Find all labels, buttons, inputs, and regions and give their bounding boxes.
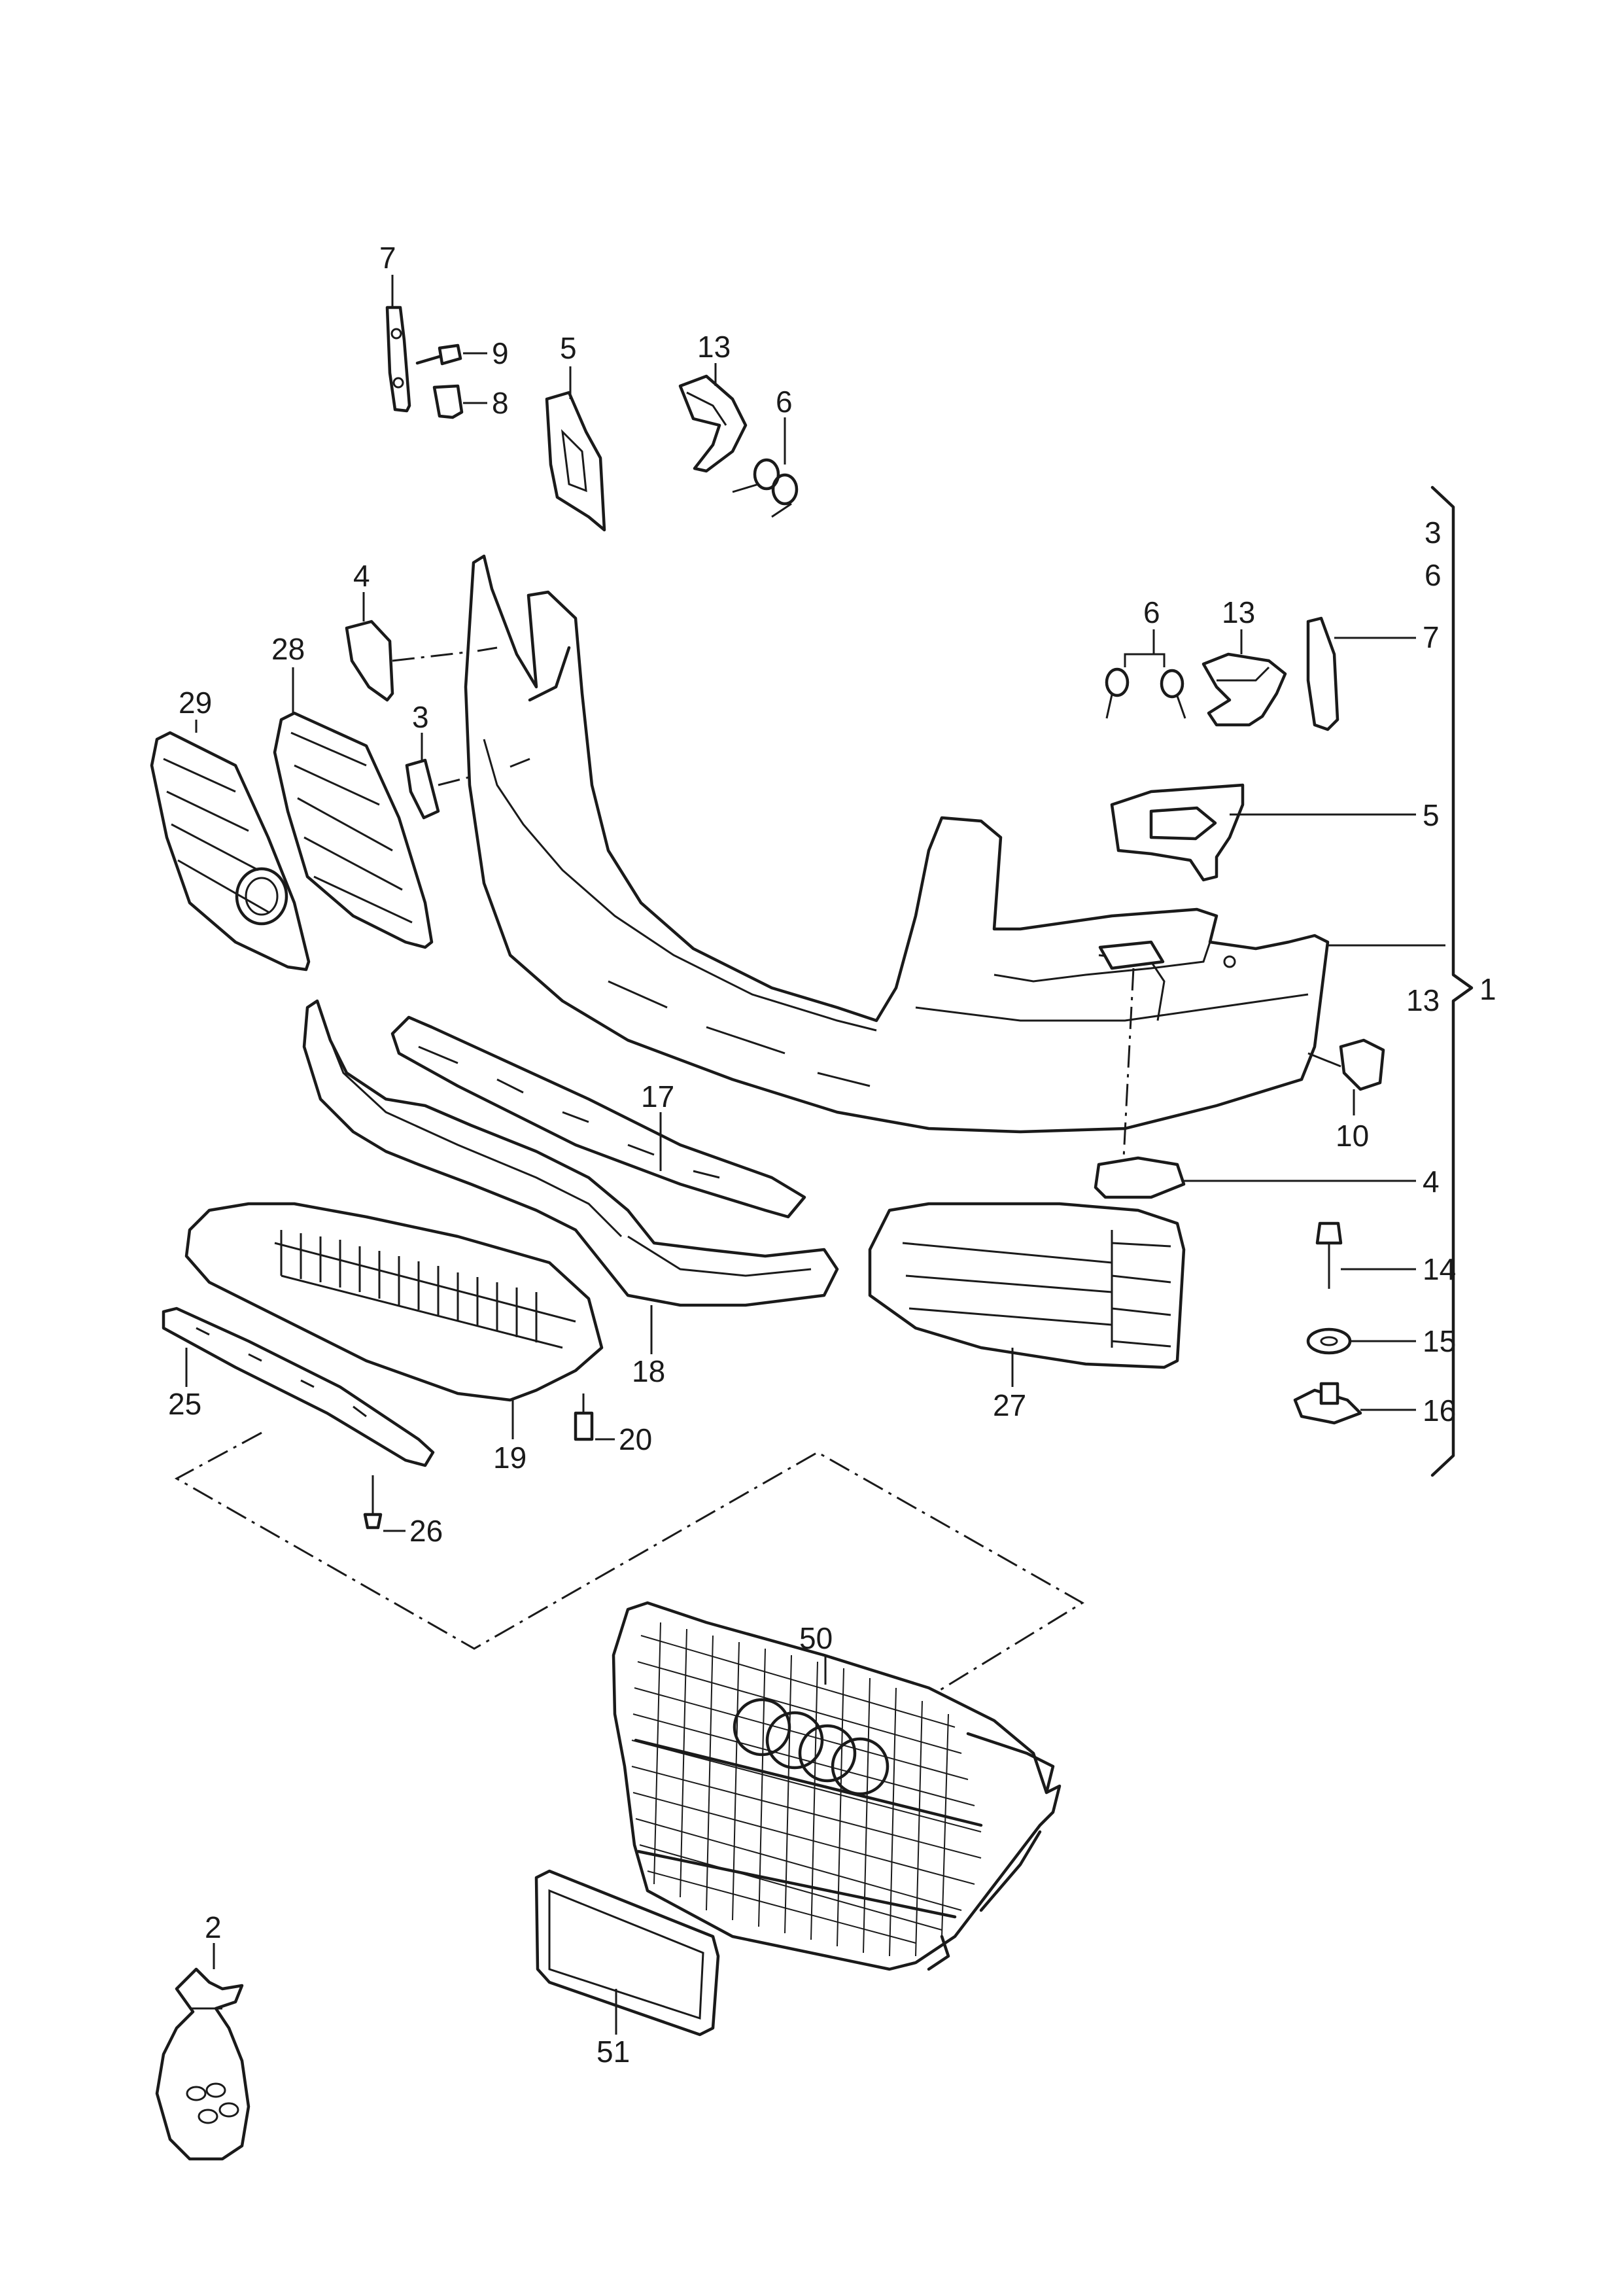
callout-19: 19	[493, 1441, 527, 1475]
bracket-label-3: 3	[1425, 516, 1442, 550]
bolt-20	[574, 1393, 615, 1441]
bracket-plate-5-right	[1110, 783, 1416, 882]
callout-14: 14	[1423, 1252, 1456, 1286]
cover-cap-3-mid	[405, 733, 511, 820]
callout-7: 7	[379, 241, 396, 275]
callout-20: 20	[619, 1422, 652, 1456]
bag-contents	[186, 2082, 239, 2124]
mounting-bracket-7-right	[1306, 616, 1416, 731]
grille-28	[273, 667, 434, 949]
callout-4: 4	[353, 559, 370, 593]
callout-labels: 7 9 8 5 13 6 4 28 29 3 6 13 7 5 10 4 17 …	[168, 241, 1496, 2069]
callout-25: 25	[168, 1387, 201, 1421]
rivet-14	[1315, 1221, 1416, 1289]
callout-3: 3	[412, 700, 429, 734]
callout-7-right: 7	[1423, 620, 1440, 654]
bolt-9	[415, 343, 487, 366]
washer-bracket-13-top	[678, 363, 748, 473]
callout-51: 51	[596, 2035, 630, 2069]
callout-5: 5	[560, 331, 577, 365]
lower-spoiler-18	[302, 999, 839, 1354]
grille-assembly-dashed-outline	[174, 1431, 1084, 1702]
callout-13-right: 13	[1222, 595, 1255, 629]
clip-10	[1307, 1038, 1385, 1115]
four-rings-logo	[733, 1698, 890, 1796]
fog-light-grille-27	[868, 1202, 1186, 1387]
underbody-shield-19	[184, 1202, 604, 1439]
callout-6-right: 6	[1143, 595, 1160, 629]
washer-bracket-13-right	[1201, 629, 1287, 727]
honeycomb-mesh	[631, 1622, 983, 1957]
callout-16: 16	[1423, 1393, 1456, 1428]
callout-13: 13	[697, 330, 731, 364]
washer-15	[1306, 1327, 1416, 1355]
cover-cap-4-right	[1094, 968, 1416, 1199]
underbody-shield-slots	[280, 1230, 538, 1342]
callout-9: 9	[492, 336, 509, 370]
group-brace	[1430, 485, 1474, 1477]
callout-10: 10	[1336, 1119, 1369, 1153]
callout-15: 15	[1423, 1324, 1456, 1358]
parts-bag-2	[155, 1943, 251, 2161]
callout-5-right: 5	[1423, 798, 1440, 832]
clip-nut-16	[1293, 1382, 1416, 1425]
callout-8: 8	[492, 386, 509, 420]
callout-27: 27	[993, 1388, 1026, 1422]
mounting-bracket-7-top	[385, 275, 411, 413]
bumper-cover-main	[464, 554, 1330, 1134]
spring-6-right	[1105, 629, 1186, 719]
bracket-label-1: 1	[1479, 972, 1496, 1006]
radiator-grille-50	[612, 1601, 1062, 1971]
callout-28: 28	[271, 632, 305, 666]
callout-26: 26	[409, 1514, 443, 1548]
callout-4-right: 4	[1423, 1165, 1440, 1199]
clip-nut-8	[432, 384, 487, 419]
callout-29: 29	[179, 686, 212, 720]
lower-trim-17	[390, 1015, 806, 1219]
bracket-label-13: 13	[1406, 983, 1440, 1017]
rivet-26	[363, 1475, 406, 1532]
trim-strip-25	[162, 1306, 435, 1467]
callout-50: 50	[799, 1621, 833, 1655]
callout-18: 18	[632, 1354, 665, 1388]
callout-6: 6	[776, 385, 793, 419]
bracket-label-6: 6	[1425, 558, 1442, 592]
bracket-plate-5-top	[545, 366, 606, 532]
cover-cap-4-top	[345, 592, 478, 702]
grille-29	[150, 720, 311, 972]
callout-17: 17	[641, 1079, 674, 1113]
callout-2: 2	[205, 1910, 222, 1944]
spring-6-top	[732, 417, 799, 518]
license-plate-base-51	[534, 1869, 720, 2037]
